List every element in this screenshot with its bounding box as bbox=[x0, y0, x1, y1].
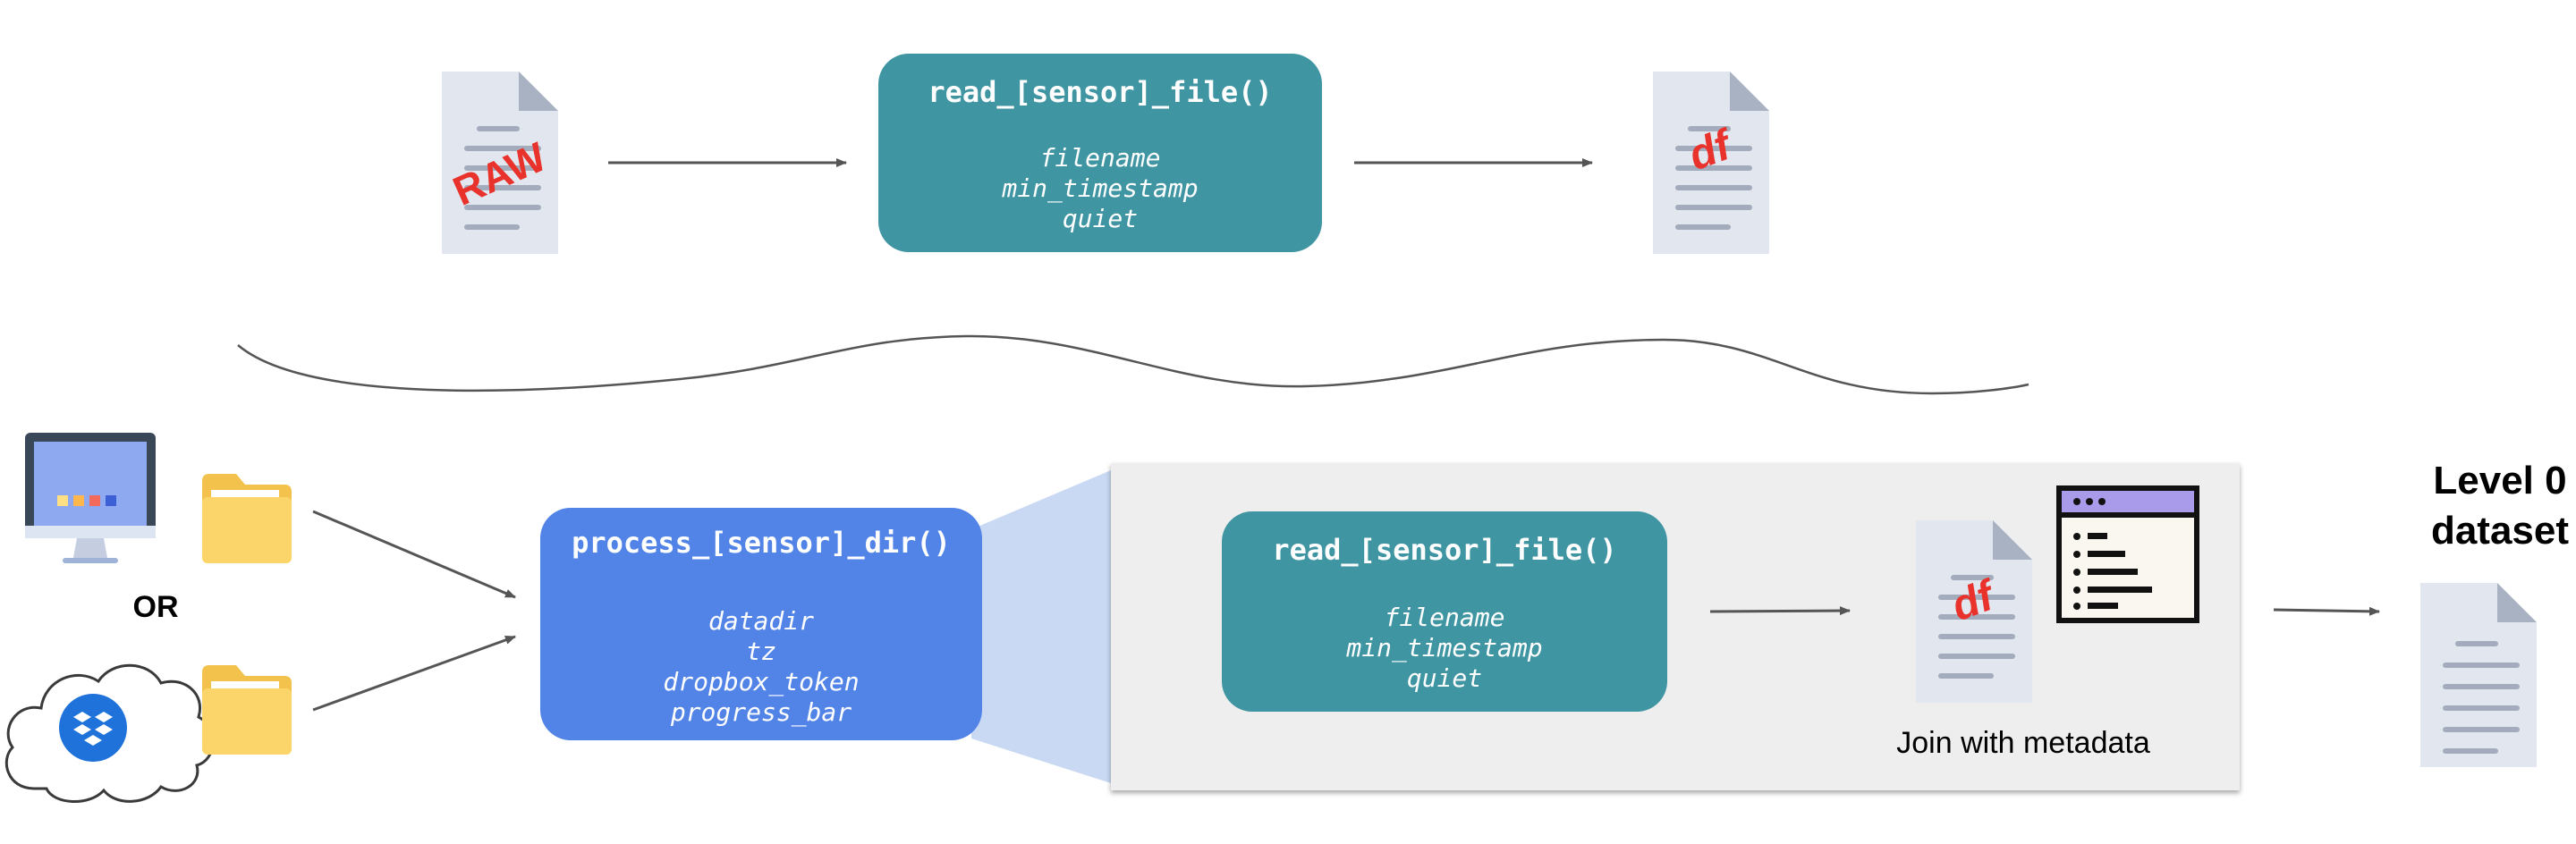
metadata-window-icon bbox=[2056, 485, 2199, 623]
process-dir-function-box: process_[sensor]_dir() datadir tz dropbo… bbox=[540, 508, 982, 740]
folder-icon bbox=[202, 474, 292, 563]
inner-function-param-quiet: quiet bbox=[1407, 663, 1482, 693]
join-metadata-label: Join with metadata bbox=[1896, 726, 2150, 760]
desktop-monitor-icon bbox=[25, 433, 156, 563]
process-function-param-datadir: datadir bbox=[708, 606, 814, 636]
top-read-file-function-box: read_[sensor]_file() filename min_timest… bbox=[878, 54, 1322, 252]
process-function-param-progress-bar: progress_bar bbox=[670, 697, 852, 728]
inner-read-file-function-box: read_[sensor]_file() filename min_timest… bbox=[1222, 511, 1667, 712]
wavy-divider bbox=[237, 334, 2029, 395]
inner-function-param-filename: filename bbox=[1385, 603, 1505, 632]
cloud-icon bbox=[4, 663, 215, 803]
zoom-connector bbox=[971, 470, 1111, 783]
arrow-dropbox-folder-to-process bbox=[312, 635, 516, 712]
arrow-local-folder-to-process bbox=[312, 510, 516, 599]
inner-function-param-min-timestamp: min_timestamp bbox=[1345, 633, 1542, 663]
level0-label-line1: Level 0 bbox=[2433, 459, 2566, 502]
process-function-param-dropbox-token: dropbox_token bbox=[663, 667, 859, 697]
process-function-param-tz: tz bbox=[746, 637, 776, 666]
or-label: OR bbox=[133, 590, 179, 624]
folder-icon bbox=[202, 665, 292, 755]
df-file-icon: df bbox=[1653, 72, 1769, 254]
inner-function-title: read_[sensor]_file() bbox=[1272, 533, 1616, 567]
top-function-param-filename: filename bbox=[1040, 143, 1161, 173]
dropbox-icon bbox=[59, 694, 127, 762]
top-function-param-quiet: quiet bbox=[1063, 204, 1138, 233]
arrow-panel-to-dataset bbox=[2273, 606, 2380, 616]
top-function-title: read_[sensor]_file() bbox=[928, 75, 1272, 109]
level0-label-line2: dataset bbox=[2431, 509, 2569, 553]
arrow-inner-function-to-df bbox=[1709, 606, 1851, 616]
top-function-param-min-timestamp: min_timestamp bbox=[1001, 173, 1198, 204]
dataset-file-icon bbox=[2420, 583, 2537, 767]
process-function-title: process_[sensor]_dir() bbox=[572, 526, 951, 560]
df-file-icon: df bbox=[1916, 520, 2032, 703]
raw-file-icon: RAW bbox=[442, 72, 558, 254]
